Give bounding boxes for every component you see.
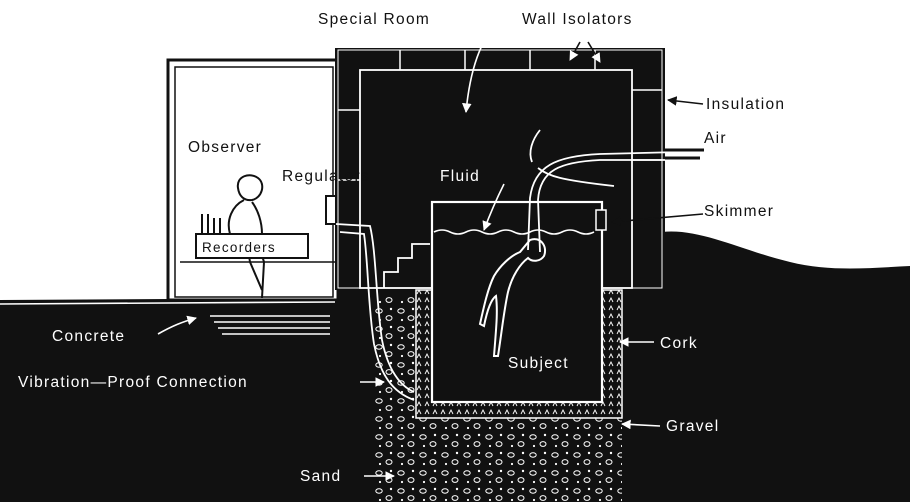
- vibration-proof-connection: [335, 223, 415, 401]
- label-fluid: Fluid: [440, 168, 480, 185]
- label-insulation: Insulation: [706, 96, 785, 113]
- label-regulators: Regulators: [282, 168, 370, 185]
- label-subject: Subject: [508, 355, 569, 372]
- label-observer: Observer: [188, 139, 262, 156]
- label-skimmer: Skimmer: [704, 203, 774, 220]
- label-gravel: Gravel: [666, 418, 719, 435]
- label-sand: Sand: [300, 468, 341, 485]
- tank: [430, 200, 604, 404]
- label-special-room: Special Room: [318, 11, 430, 28]
- air-pipes: [527, 129, 681, 253]
- label-cork: Cork: [660, 335, 698, 352]
- label-vibration-proof-connection: Vibration—Proof Connection: [18, 374, 248, 391]
- label-wall-isolators: Wall Isolators: [522, 11, 633, 28]
- subject-figure: [478, 238, 546, 357]
- recorders-box: [195, 233, 309, 259]
- label-arrows: [157, 21, 704, 481]
- skimmer: [595, 209, 607, 231]
- label-recorders: Recorders: [202, 240, 276, 255]
- concrete-slab: [0, 301, 336, 335]
- label-concrete: Concrete: [52, 328, 125, 345]
- air-inlet: [665, 148, 704, 160]
- fluid-surface: [433, 229, 595, 235]
- label-air: Air: [704, 130, 727, 147]
- stairs: [383, 243, 430, 288]
